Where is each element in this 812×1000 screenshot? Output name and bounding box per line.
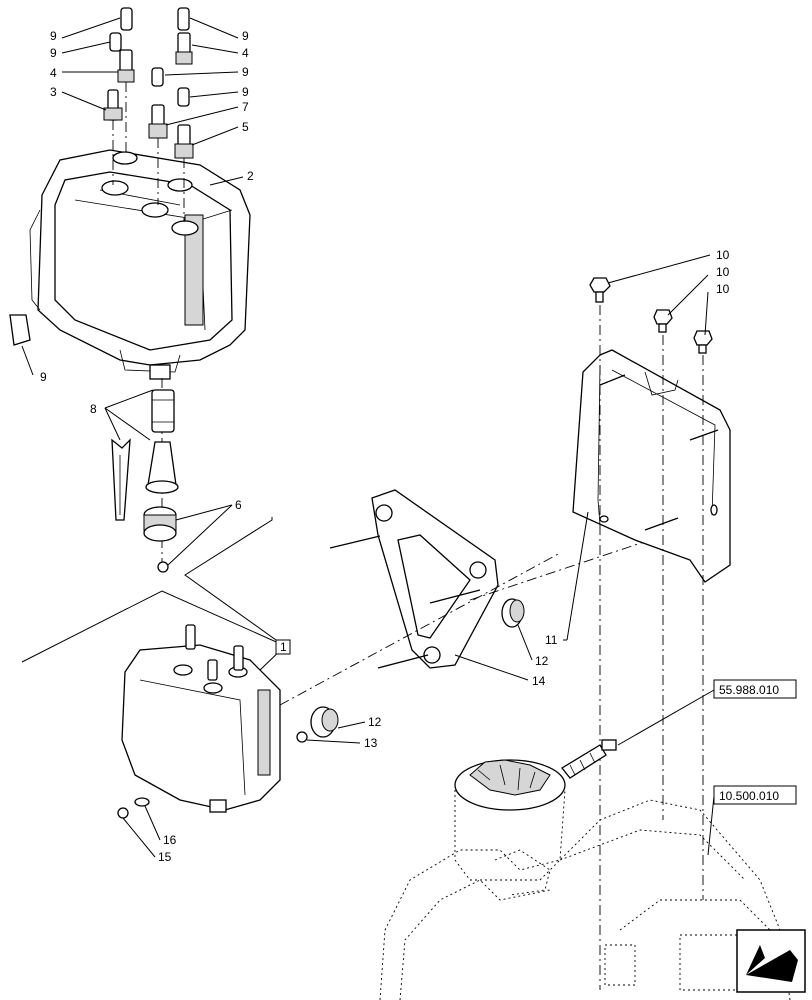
callout-2: 2: [247, 169, 254, 183]
cap-9-side: [9, 314, 31, 346]
filler-cap: [454, 759, 566, 811]
mounting-plate-14: [371, 489, 499, 669]
callout-14: 14: [532, 674, 546, 688]
cap-9-right-top: [177, 7, 190, 31]
filter-cone-8: [145, 441, 179, 494]
leader-lines-top: [21, 17, 244, 566]
callout-10: 10: [716, 282, 730, 296]
valve-block-lower: [121, 624, 286, 813]
cap-9-left-mid: [109, 32, 122, 52]
callout-15: 15: [158, 850, 172, 864]
spacer-12-lower: [310, 706, 339, 738]
filter-tool-8: [111, 438, 131, 521]
callout-9: 9: [40, 370, 47, 384]
callout-9: 9: [242, 85, 249, 99]
callout-9: 9: [242, 65, 249, 79]
callout-9: 9: [50, 29, 57, 43]
bolt-10-a: [589, 277, 611, 303]
callout-5: 5: [242, 120, 249, 134]
bolt-10-c: [693, 330, 713, 354]
group-boundary-1: [21, 517, 284, 663]
reference-box-10-500-010[interactable]: 10.500.010: [713, 785, 797, 805]
callout-4: 4: [242, 46, 249, 60]
cap-9-right-mid: [177, 87, 190, 107]
nut-6: [143, 506, 177, 542]
nut-15: [117, 807, 129, 819]
sender-probe: [561, 739, 617, 779]
callout-11: 11: [545, 633, 558, 647]
callout-1-box: 1: [275, 639, 291, 655]
reference-box-55-988-010[interactable]: 55.988.010: [713, 679, 797, 699]
callout-4: 4: [50, 66, 57, 80]
svg-text:10.500.010: 10.500.010: [719, 789, 779, 803]
fitting-7: [148, 104, 168, 205]
bracket-11: [572, 349, 731, 583]
arrow-icon[interactable]: [736, 929, 806, 993]
fitting-5: [174, 124, 194, 222]
callout-13: 13: [364, 736, 378, 750]
tank-frame-dotted: [379, 789, 791, 1000]
callout-labels: 9 9 4 3 9 4 9 9 7 5 2 9 8 6 10 10 10 11 …: [40, 29, 730, 864]
fitting-4-left: [117, 49, 135, 155]
callout-12: 12: [368, 715, 382, 729]
callout-8: 8: [90, 402, 97, 416]
callout-9: 9: [50, 46, 57, 60]
washer-16: [134, 797, 150, 807]
callout-7: 7: [242, 100, 249, 114]
callout-16: 16: [163, 833, 177, 847]
callout-6: 6: [235, 498, 242, 512]
fitting-3: [103, 89, 123, 185]
callout-10: 10: [716, 265, 730, 279]
callout-10: 10: [716, 248, 730, 262]
svg-text:1: 1: [280, 640, 287, 654]
bolt-10-b: [653, 309, 673, 333]
valve-block-top: [29, 149, 251, 380]
washer-6: [157, 561, 169, 573]
cap-9-center: [151, 67, 164, 87]
spacer-12-top: [501, 598, 525, 628]
fitting-4-right: [175, 32, 193, 65]
svg-text:55.988.010: 55.988.010: [719, 683, 779, 697]
filter-screen-8: [151, 389, 175, 433]
callout-3: 3: [50, 85, 57, 99]
stud-bolts: [329, 535, 481, 669]
callout-12: 12: [535, 654, 549, 668]
callout-9: 9: [242, 29, 249, 43]
nut-13: [296, 731, 308, 743]
cap-9-left-top: [120, 7, 133, 31]
